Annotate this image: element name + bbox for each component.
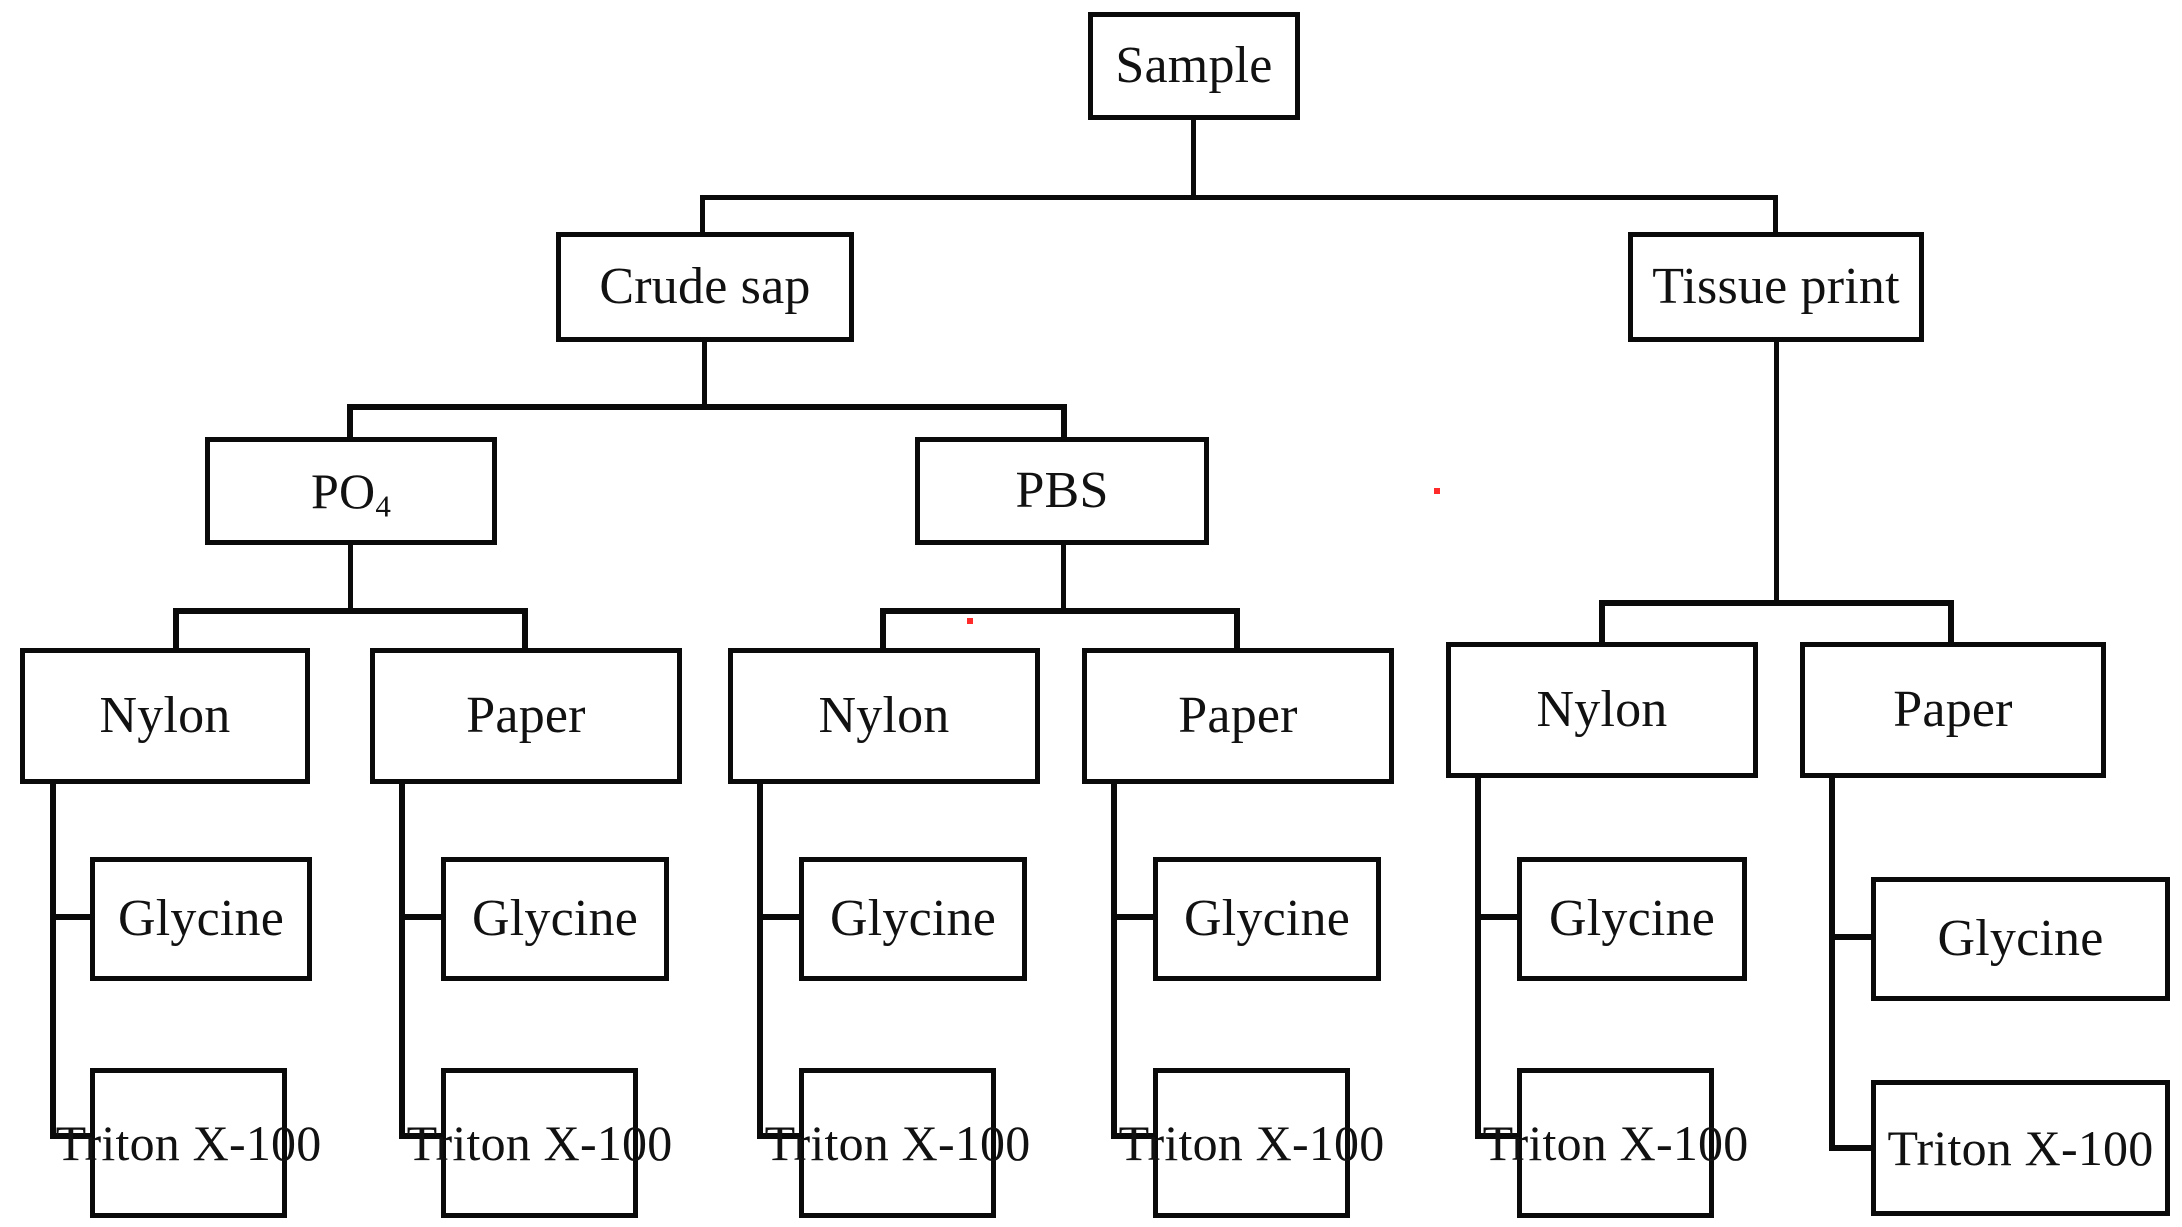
node-membrane-nylon-1[interactable]: Nylon [20,648,310,784]
node-label: Triton X-100 [406,1115,673,1171]
node-label: Triton X-100 [1887,1120,2154,1176]
trunk-nylon-1 [50,780,56,1139]
node-label: Triton X-100 [1118,1115,1385,1171]
node-membrane-nylon-2[interactable]: Nylon [728,648,1040,784]
connector-level3-bus [347,404,1067,410]
stub-nylon-2-glycine [757,914,801,920]
node-sample[interactable]: Sample [1088,12,1300,120]
node-pbs[interactable]: PBS [915,437,1209,545]
node-glycine-6[interactable]: Glycine [1871,877,2170,1001]
node-label: Triton X-100 [1482,1115,1749,1171]
connector-sample-down [1191,118,1196,198]
connector-po4-paper-up [522,608,528,653]
node-glycine-4[interactable]: Glycine [1153,857,1381,981]
node-po4[interactable]: PO4 [205,437,497,545]
stub-nylon-1-glycine [50,914,92,920]
stub-nylon-2-triton [757,1133,801,1139]
node-glycine-5[interactable]: Glycine [1517,857,1747,981]
node-membrane-paper-1[interactable]: Paper [370,648,682,784]
stub-nylon-1-triton [50,1133,92,1139]
trunk-paper-3 [1829,774,1835,1151]
node-label: Nylon [99,687,231,744]
node-triton-3[interactable]: Triton X-100 [765,1068,1030,1218]
node-label: Paper [1178,687,1298,744]
trunk-nylon-2 [757,780,763,1139]
connector-pbs-paper-up [1234,608,1240,653]
stub-paper-1-triton [399,1133,443,1139]
node-label: Paper [466,687,586,744]
node-crude-sap[interactable]: Crude sap [556,232,854,342]
connector-po4-down [348,543,353,613]
node-label: PBS [1015,462,1109,519]
node-tissue-print[interactable]: Tissue print [1628,232,1924,342]
node-label: Paper [1893,681,2013,738]
node-membrane-paper-2[interactable]: Paper [1082,648,1394,784]
connector-crudesap-up [700,195,705,237]
stub-nylon-3-glycine [1475,914,1519,920]
stub-paper-3-triton [1829,1145,1873,1151]
node-triton-6[interactable]: Triton X-100 [1871,1080,2170,1216]
node-label: Glycine [829,890,996,947]
connector-po4-nylon-up [173,608,179,653]
stub-paper-1-glycine [399,914,443,920]
stub-paper-2-glycine [1111,914,1155,920]
node-label: Glycine [1548,890,1715,947]
node-label: Glycine [1183,890,1350,947]
node-label: Sample [1115,37,1273,94]
node-label: Nylon [818,687,950,744]
node-membrane-paper-3[interactable]: Paper [1800,642,2106,778]
node-triton-5[interactable]: Triton X-100 [1483,1068,1748,1218]
connector-po4-up [347,404,353,442]
node-label: Crude sap [599,258,811,315]
connector-tissue-children-bus [1599,600,1954,606]
connector-po4-children-bus [173,608,528,614]
node-label: Nylon [1536,681,1668,738]
stub-nylon-3-triton [1475,1133,1519,1139]
connector-pbs-up [1061,404,1067,442]
node-label: PO4 [310,463,392,524]
connector-crudesap-down [702,340,707,408]
connector-pbs-down [1061,543,1066,613]
node-glycine-1[interactable]: Glycine [90,857,312,981]
node-glycine-3[interactable]: Glycine [799,857,1027,981]
node-triton-1[interactable]: Triton X-100 [56,1068,321,1218]
connector-tissueprint-up [1773,195,1778,237]
node-glycine-2[interactable]: Glycine [441,857,669,981]
trunk-paper-2 [1111,780,1117,1139]
node-membrane-nylon-3[interactable]: Nylon [1446,642,1758,778]
connector-pbs-nylon-up [880,608,886,653]
node-triton-2[interactable]: Triton X-100 [407,1068,672,1218]
artifact-dot-1 [1434,488,1440,494]
node-label: Triton X-100 [55,1115,322,1171]
artifact-dot-2 [967,618,973,624]
connector-tissueprint-down [1774,340,1779,605]
node-label: Triton X-100 [764,1115,1031,1171]
trunk-paper-1 [399,780,405,1139]
connector-tissue-paper-up [1948,600,1954,648]
stub-paper-3-glycine [1829,934,1873,940]
node-label: Glycine [471,890,638,947]
connector-pbs-children-bus [880,608,1240,614]
node-label: Glycine [1937,910,2104,967]
node-label: Glycine [117,890,284,947]
connector-tissue-nylon-up [1599,600,1605,648]
node-label: Tissue print [1652,258,1900,315]
stub-paper-2-triton [1111,1133,1155,1139]
node-triton-4[interactable]: Triton X-100 [1119,1068,1384,1218]
connector-level2-bus [700,195,1778,200]
trunk-nylon-3 [1475,774,1481,1139]
